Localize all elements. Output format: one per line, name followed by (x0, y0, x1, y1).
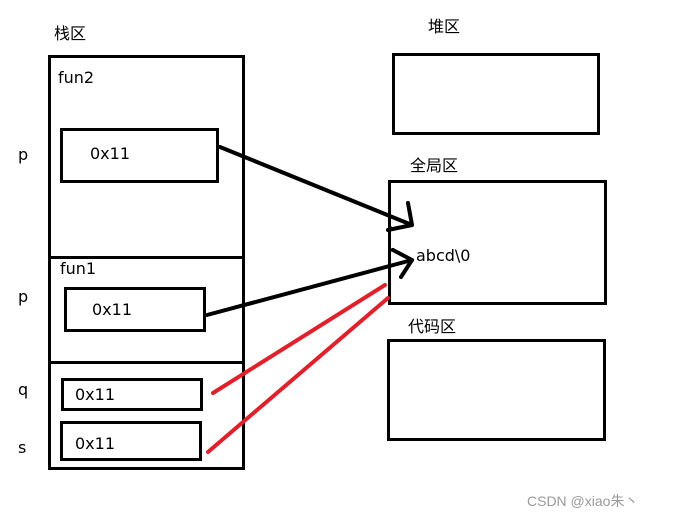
watermark: CSDN @xiao朱丶 (527, 493, 639, 509)
frame-fun1-var-box (64, 287, 206, 332)
arrow-fun1-p-to-global (205, 258, 414, 317)
frame-fun2-var-value: 0x11 (90, 144, 131, 163)
var-s-value: 0x11 (75, 434, 116, 453)
var-q-box (61, 378, 203, 411)
heap-title: 堆区 (428, 17, 461, 36)
frame-fun1-var-value: 0x11 (92, 300, 133, 319)
stray-dot-top (388, 226, 392, 230)
code-box (387, 339, 606, 441)
line-s-to-global (206, 296, 390, 454)
line-q-to-global (211, 283, 387, 395)
arrow-fun2-p-to-global (218, 145, 414, 227)
stack-divider-fun1-main (48, 361, 245, 364)
code-title: 代码区 (408, 317, 457, 336)
var-q-value: 0x11 (75, 385, 116, 404)
frame-fun2-var-box (60, 128, 219, 183)
stack-divider-fun2-fun1 (48, 256, 245, 259)
stack-box (48, 55, 245, 470)
arrow-fun2-p-head (386, 201, 414, 232)
global-content: abcd\0 (416, 246, 471, 265)
frame-fun2-name: fun2 (58, 68, 95, 87)
var-q-label: q (18, 380, 29, 399)
stray-dot-mid (388, 248, 392, 252)
global-box (388, 180, 607, 305)
frame-fun1-var-label: p (18, 287, 29, 306)
global-title: 全局区 (410, 156, 459, 175)
arrow-fun1-p-head (391, 248, 414, 279)
heap-box (392, 53, 600, 135)
frame-fun1-name: fun1 (60, 259, 97, 278)
frame-fun2-var-label: p (18, 145, 29, 164)
var-s-box (60, 421, 202, 461)
stack-title: 栈区 (54, 24, 87, 43)
var-s-label: s (18, 438, 27, 457)
